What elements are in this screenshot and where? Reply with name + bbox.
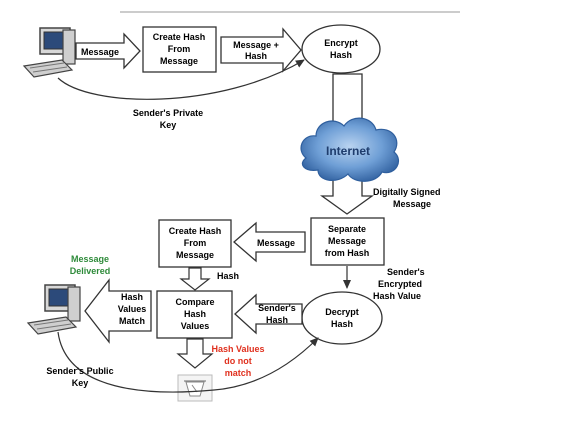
encrypted-hash-line3: Hash Value (373, 291, 421, 301)
encrypted-hash-line1: Sender's (387, 267, 425, 277)
encrypt-hash-line2: Hash (330, 50, 352, 60)
compare-line3: Values (181, 321, 210, 331)
senders-encrypted-hash-label: Sender's Encrypted Hash Value (373, 267, 425, 301)
separate-line1: Separate (328, 224, 366, 234)
private-key-line2: Key (160, 120, 177, 130)
digitally-signed-label: Digitally Signed Message (373, 187, 441, 209)
private-key-connector (57, 59, 305, 100)
match-line3: Match (119, 316, 145, 326)
create-hash-top-line3: Message (160, 56, 198, 66)
message-arrow-top: Message (75, 32, 141, 70)
senders-hash-line1: Sender's (258, 303, 296, 313)
message-plus-hash-line1: Message + (233, 40, 279, 50)
delivered-line2: Delivered (70, 266, 111, 276)
match-line1: Hash (121, 292, 143, 302)
senders-hash-arrow: Sender's Hash (234, 293, 303, 335)
separate-message-box: Separate Message from Hash (310, 217, 385, 266)
hash-down-arrow: Hash (179, 267, 239, 291)
message-arrow-bottom-label: Message (257, 238, 295, 248)
create-hash-top-line2: From (168, 44, 191, 54)
decrypt-hash-line2: Hash (331, 319, 353, 329)
encrypt-hash-node: Encrypt Hash (301, 24, 381, 74)
create-hash-bottom-line3: Message (176, 250, 214, 260)
senders-public-key-label: Sender's Public Key (46, 366, 113, 388)
create-hash-box-bottom: Create Hash From Message (158, 219, 232, 268)
not-match-down-arrow (176, 338, 214, 369)
message-delivered-label: Message Delivered (70, 254, 111, 276)
not-match-line3: match (225, 368, 252, 378)
compare-line1: Compare (175, 297, 214, 307)
sender-computer-icon (22, 27, 76, 78)
digitally-signed-line2: Message (393, 199, 431, 209)
trash-bin-icon (177, 374, 213, 402)
message-arrow-bottom: Message (233, 221, 306, 263)
not-match-line1: Hash Values (211, 344, 264, 354)
hash-arrow-label: Hash (217, 271, 239, 281)
create-hash-top-line1: Create Hash (153, 32, 206, 42)
senders-private-key-label: Sender's Private Key (133, 108, 203, 130)
senders-hash-line2: Hash (266, 315, 288, 325)
create-hash-bottom-line1: Create Hash (169, 226, 222, 236)
internet-cloud-icon: Internet (300, 117, 399, 182)
private-key-line1: Sender's Private (133, 108, 203, 118)
compare-line2: Hash (184, 309, 206, 319)
internet-label: Internet (326, 144, 370, 158)
match-line2: Values (118, 304, 147, 314)
encrypted-hash-line2: Encrypted (378, 279, 422, 289)
encrypt-hash-line1: Encrypt (324, 38, 358, 48)
not-match-line2: do not (224, 356, 252, 366)
hash-values-not-match-label: Hash Values do not match (211, 344, 264, 378)
message-plus-hash-arrow: Message + Hash (220, 27, 302, 73)
public-key-connector (57, 331, 319, 393)
decrypt-hash-node: Decrypt Hash (301, 291, 383, 345)
create-hash-box-top: Create Hash From Message (142, 26, 217, 73)
public-key-line1: Sender's Public (46, 366, 113, 376)
message-arrow-top-label: Message (81, 47, 119, 57)
create-hash-bottom-line2: From (184, 238, 207, 248)
separate-line2: Message (328, 236, 366, 246)
compare-hash-box: Compare Hash Values (156, 290, 233, 339)
message-plus-hash-line2: Hash (245, 51, 267, 61)
hash-values-match-arrow: Hash Values Match (84, 278, 152, 344)
receiver-computer-icon (26, 284, 81, 335)
separate-line3: from Hash (325, 248, 370, 258)
decrypt-hash-line1: Decrypt (325, 307, 359, 317)
digitally-signed-line1: Digitally Signed (373, 187, 441, 197)
delivered-line1: Message (71, 254, 109, 264)
public-key-line2: Key (72, 378, 89, 388)
